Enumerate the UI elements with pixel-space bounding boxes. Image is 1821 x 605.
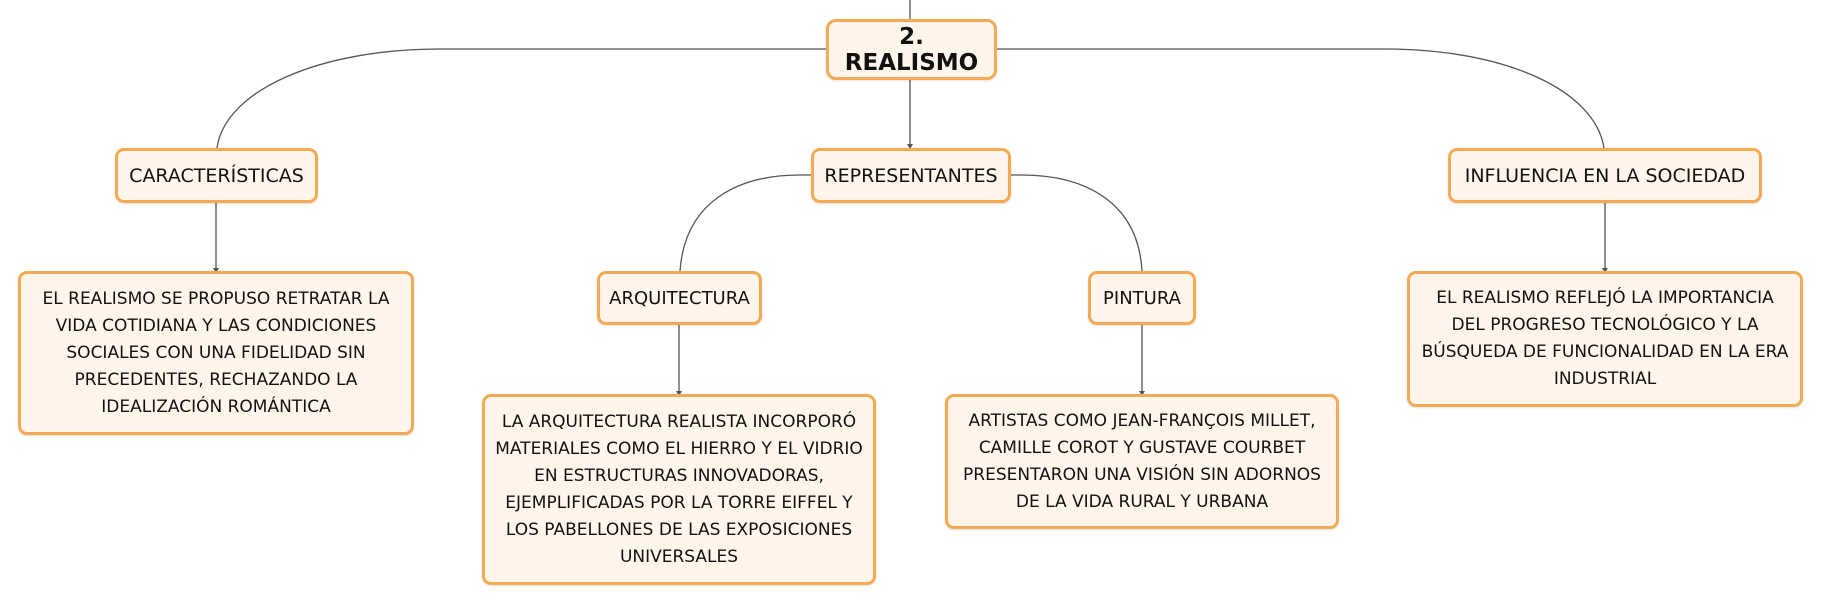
caracteristicas-label: CARACTERÍSTICAS <box>129 164 304 187</box>
arrowhead-pintura-desc <box>1139 391 1145 396</box>
node-influencia-description[interactable]: EL REALISMO REFLEJÓ LA IMPORTANCIA DEL P… <box>1407 271 1803 407</box>
node-influencia[interactable]: INFLUENCIA EN LA SOCIEDAD <box>1448 148 1762 203</box>
influencia-description-text: EL REALISMO REFLEJÓ LA IMPORTANCIA DEL P… <box>1421 288 1789 389</box>
connector-root-caracteristicas <box>216 48 828 149</box>
node-caracteristicas[interactable]: CARACTERÍSTICAS <box>115 148 318 203</box>
root-label: 2. REALISMO <box>844 23 979 76</box>
influencia-label: INFLUENCIA EN LA SOCIEDAD <box>1464 164 1746 187</box>
arrowhead-arquitectura-desc <box>676 391 682 396</box>
node-pintura-description[interactable]: ARTISTAS COMO JEAN-FRANÇOIS MILLET, CAMI… <box>945 394 1339 529</box>
node-pintura[interactable]: PINTURA <box>1088 271 1196 325</box>
arrowhead-representantes <box>907 144 913 149</box>
pintura-label: PINTURA <box>1103 287 1181 309</box>
root-node[interactable]: 2. REALISMO <box>826 19 997 80</box>
node-caracteristicas-description[interactable]: EL REALISMO SE PROPUSO RETRATAR LA VIDA … <box>18 271 414 435</box>
arrowhead-caracteristicas-desc <box>213 268 219 273</box>
connector-root-influencia <box>996 48 1605 149</box>
representantes-label: REPRESENTANTES <box>824 164 998 187</box>
caracteristicas-description-text: EL REALISMO SE PROPUSO RETRATAR LA VIDA … <box>42 288 390 417</box>
pintura-description-text: ARTISTAS COMO JEAN-FRANÇOIS MILLET, CAMI… <box>963 410 1321 512</box>
connector-representantes-arquitectura <box>679 174 812 272</box>
connector-representantes-pintura <box>1010 174 1143 272</box>
node-arquitectura[interactable]: ARQUITECTURA <box>597 271 762 325</box>
arquitectura-label: ARQUITECTURA <box>609 287 750 309</box>
node-arquitectura-description[interactable]: LA ARQUITECTURA REALISTA INCORPORÓ MATER… <box>482 394 876 585</box>
arrowhead-influencia-desc <box>1602 268 1608 273</box>
node-representantes[interactable]: REPRESENTANTES <box>811 148 1011 203</box>
arquitectura-description-text: LA ARQUITECTURA REALISTA INCORPORÓ MATER… <box>495 411 863 567</box>
